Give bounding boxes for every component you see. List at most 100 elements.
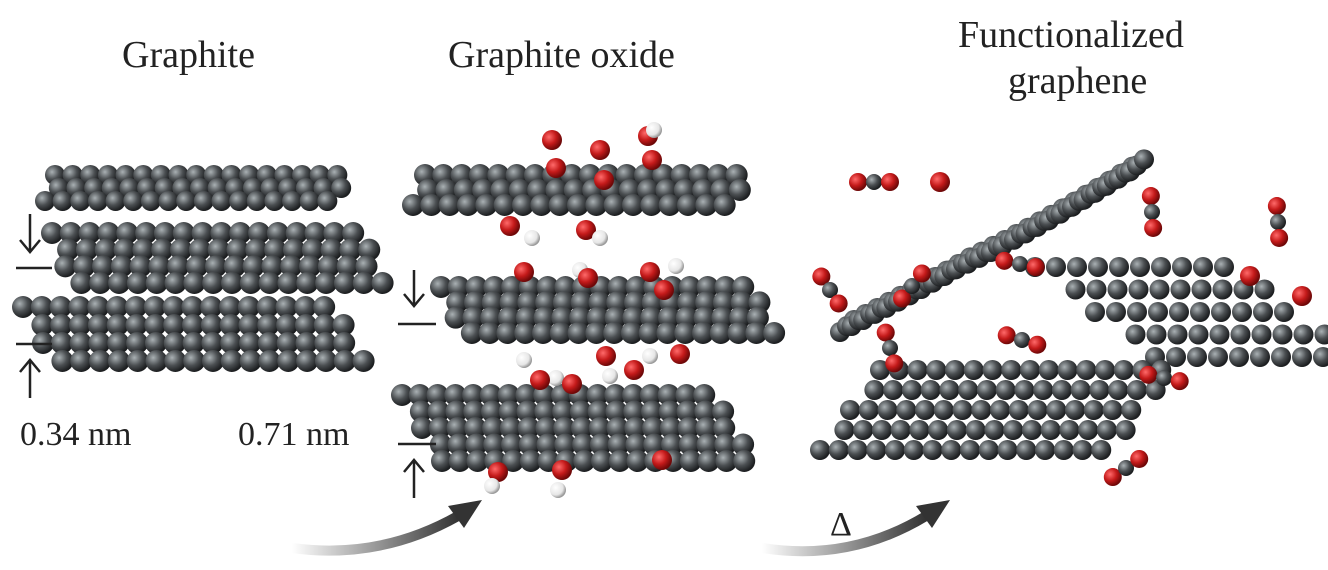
carbon-atom (1229, 347, 1249, 367)
carbon-atom (107, 350, 130, 372)
carbon-atom (106, 314, 129, 336)
carbon-atom (982, 360, 1003, 380)
carbon-atom (1021, 420, 1042, 440)
carbon-atom (408, 384, 431, 406)
hydrogen-atom (668, 258, 684, 274)
carbon-atom (446, 417, 469, 439)
carbon-atom (313, 314, 336, 336)
carbon-atom (941, 440, 962, 460)
carbon-atom (465, 433, 488, 456)
carbon-atom (1146, 324, 1167, 345)
carbon-atom (342, 222, 365, 244)
co2-molecules (812, 173, 1289, 487)
carbon-atom (315, 272, 338, 294)
carbon-atom (517, 417, 540, 439)
carbon-atom (277, 350, 300, 372)
carbon-atom (553, 417, 576, 439)
carbon-atom (35, 191, 55, 211)
carbon-atom (567, 194, 589, 216)
carbon-atom (296, 272, 319, 294)
carbon-atom (676, 400, 699, 423)
carbon-atom (622, 384, 645, 406)
carbon-atom (57, 238, 80, 261)
carbon-atom (904, 278, 920, 294)
oxygen-atom (997, 326, 1016, 345)
carbon-atom (170, 238, 193, 261)
carbon-atom (1108, 380, 1129, 400)
carbon-atom (883, 380, 904, 400)
carbon-atom (219, 314, 242, 336)
carbon-atom (858, 400, 879, 420)
graphite-spacing-marker (16, 214, 52, 398)
carbon-atom (89, 272, 112, 294)
carbon-atom (182, 314, 204, 336)
oxygen-atom (590, 140, 610, 160)
carbon-atom (91, 255, 114, 278)
carbon-atom (571, 417, 593, 439)
carbon-atom (54, 255, 77, 278)
carbon-atom (1126, 380, 1147, 400)
carbon-atom (694, 400, 717, 423)
carbon-atom (1211, 302, 1231, 322)
carbon-atom (444, 306, 467, 329)
carbon-atom (94, 238, 117, 261)
carbon-atom (1254, 279, 1275, 300)
carbon-atom (659, 417, 682, 439)
carbon-atom (1003, 420, 1024, 440)
hydrogen-atom (524, 230, 540, 246)
carbon-atom (1274, 302, 1294, 322)
carbon-atom (713, 194, 736, 216)
carbon-atom (965, 420, 986, 440)
oxidation-arrow (287, 511, 463, 556)
carbon-atom (1156, 370, 1172, 386)
oxygen-atom (640, 262, 660, 282)
carbon-atom (219, 296, 242, 318)
carbon-atom (1188, 324, 1209, 345)
carbon-atom (534, 400, 557, 423)
carbon-atom (1313, 347, 1328, 367)
carbon-atom (248, 222, 271, 244)
oxygen-atom (812, 267, 831, 286)
carbon-atom (125, 314, 148, 336)
oxygen-atom (881, 173, 899, 191)
carbon-atom (658, 194, 681, 216)
carbon-atom (426, 384, 449, 406)
functionalized-graphene-title-line1: Functionalized (958, 14, 1184, 56)
oxygen-atom (1170, 372, 1189, 391)
carbon-atom (697, 450, 720, 472)
carbon-atom (567, 322, 590, 344)
carbon-atom (661, 433, 683, 456)
oxygen-atom (596, 346, 616, 366)
carbon-atom (1293, 324, 1314, 345)
carbon-atom (1130, 257, 1150, 277)
carbon-atom (585, 322, 608, 344)
carbon-atom (840, 400, 860, 420)
carbon-atom (1065, 400, 1085, 420)
carbon-atom (78, 222, 101, 244)
carbon-atom (445, 400, 468, 423)
carbon-atom (1091, 440, 1112, 460)
carbon-atom (995, 380, 1016, 400)
carbon-atom (1033, 380, 1054, 400)
carbon-atom (623, 400, 646, 423)
carbon-atom (143, 296, 166, 318)
carbon-atom (573, 450, 596, 472)
carbon-atom (1046, 400, 1067, 420)
carbon-atom (333, 332, 356, 354)
carbon-atom (444, 384, 467, 406)
carbon-atom (591, 450, 613, 472)
carbon-atom (1088, 257, 1108, 277)
carbon-atom (1314, 324, 1328, 345)
carbon-atom (238, 314, 261, 336)
carbon-atom (186, 255, 209, 278)
carbon-atom (181, 296, 204, 318)
carbon-atom (498, 400, 521, 423)
carbon-atom (331, 178, 352, 198)
carbon-atom (493, 194, 516, 216)
carbon-atom (97, 222, 120, 244)
carbon-atom (603, 322, 626, 344)
carbon-atom (145, 350, 168, 372)
carbon-atom (12, 296, 34, 318)
carbon-atom (276, 314, 299, 336)
carbon-atom (1230, 324, 1251, 345)
